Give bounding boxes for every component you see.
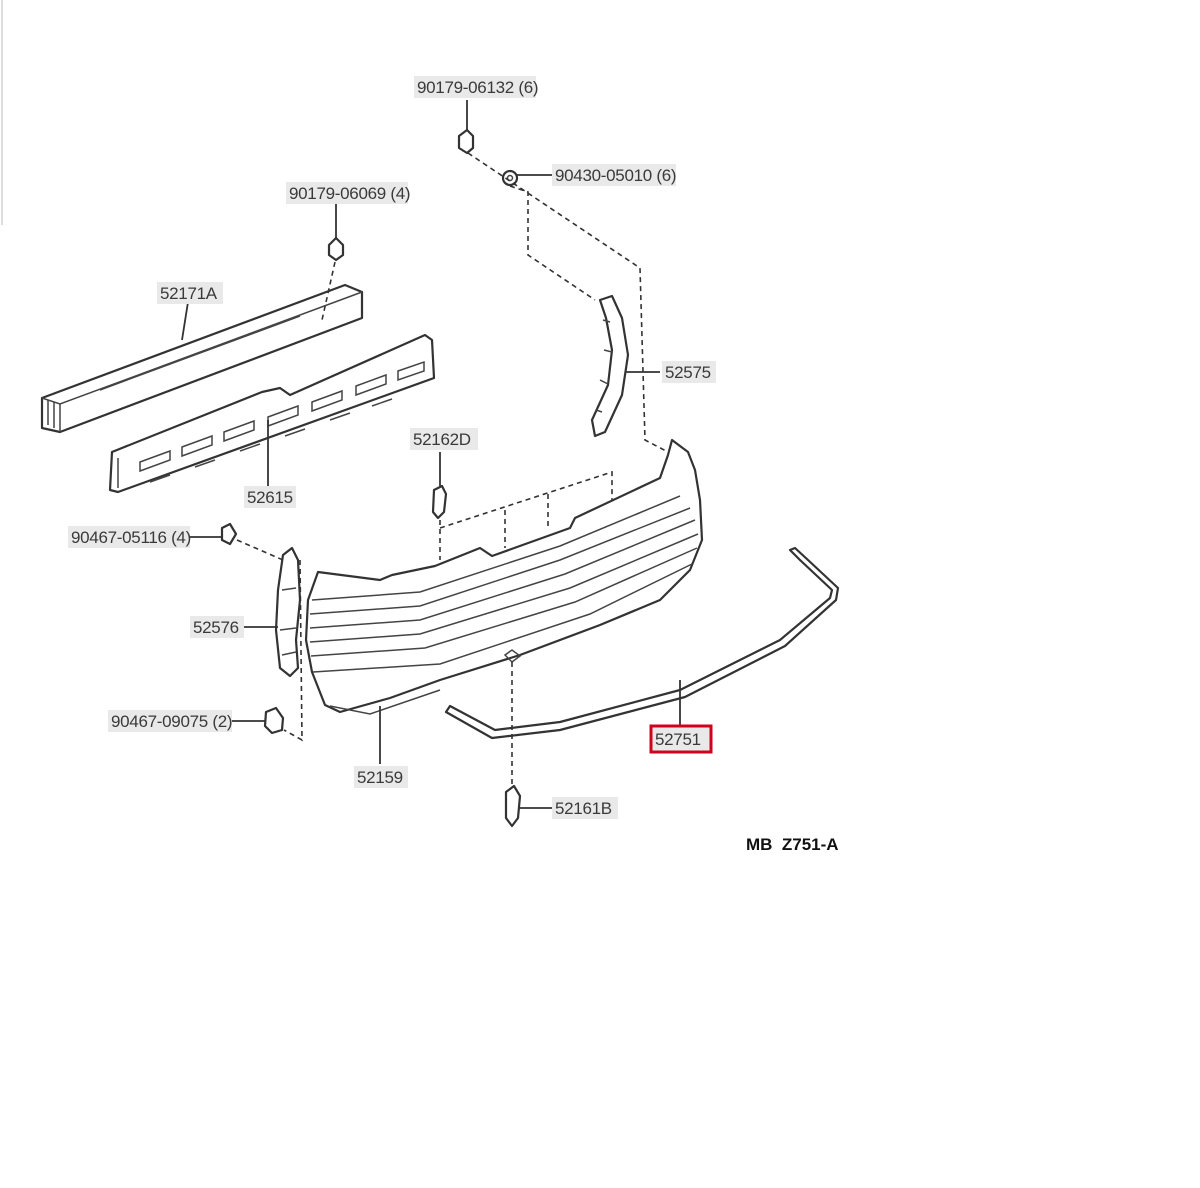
part-label-retainer-right[interactable]: 52575 <box>662 361 716 383</box>
svg-text:52576: 52576 <box>193 618 239 637</box>
highlight-box <box>649 724 713 754</box>
part-label-bumper-cover[interactable]: 52159 <box>354 766 408 788</box>
part-label-washer-top[interactable]: 90430-05010 (6) <box>552 164 677 186</box>
part-label-reinforcement[interactable]: 52171A <box>157 282 223 304</box>
part-label-absorber[interactable]: 52615 <box>244 486 296 508</box>
part-label-retainer-left[interactable]: 52576 <box>190 616 244 638</box>
part-label-clip-left-small[interactable]: 90467-05116 (4) <box>68 526 191 548</box>
svg-text:52575: 52575 <box>665 363 711 382</box>
svg-text:90179-06132 (6): 90179-06132 (6) <box>417 78 538 97</box>
diagram-code: MB Z751-A <box>746 835 839 854</box>
bumper-cover-drawing <box>304 438 704 715</box>
svg-text:90467-05116 (4): 90467-05116 (4) <box>71 528 191 547</box>
part-label-clip-upper[interactable]: 52162D <box>410 428 478 450</box>
part-label-moulding[interactable]: 52751 <box>649 724 713 754</box>
part-label-bolt-top[interactable]: 90179-06132 (6) <box>414 76 539 98</box>
svg-text:52615: 52615 <box>247 488 293 507</box>
part-label-clip-left-lower[interactable]: 90467-09075 (2) <box>108 710 233 732</box>
part-label-clip-bottom[interactable]: 52161B <box>552 797 618 819</box>
svg-text:52171A: 52171A <box>160 284 218 303</box>
svg-text:52161B: 52161B <box>555 799 612 818</box>
svg-text:52162D: 52162D <box>413 430 471 449</box>
svg-text:52159: 52159 <box>357 768 403 787</box>
reinforcement-bar-drawing <box>40 283 364 434</box>
svg-text:90430-05010 (6): 90430-05010 (6) <box>555 166 676 185</box>
retainer-right-drawing <box>590 294 630 438</box>
leader-lines <box>181 100 681 809</box>
part-label-nut-left[interactable]: 90179-06069 (4) <box>286 182 411 204</box>
svg-text:90179-06069 (4): 90179-06069 (4) <box>289 184 410 203</box>
retainer-left-drawing <box>274 546 302 678</box>
absorber-drawing <box>108 333 436 494</box>
svg-text:90467-09075 (2): 90467-09075 (2) <box>111 712 232 731</box>
svg-text:52751: 52751 <box>655 730 701 749</box>
assembly-lines <box>236 152 669 786</box>
